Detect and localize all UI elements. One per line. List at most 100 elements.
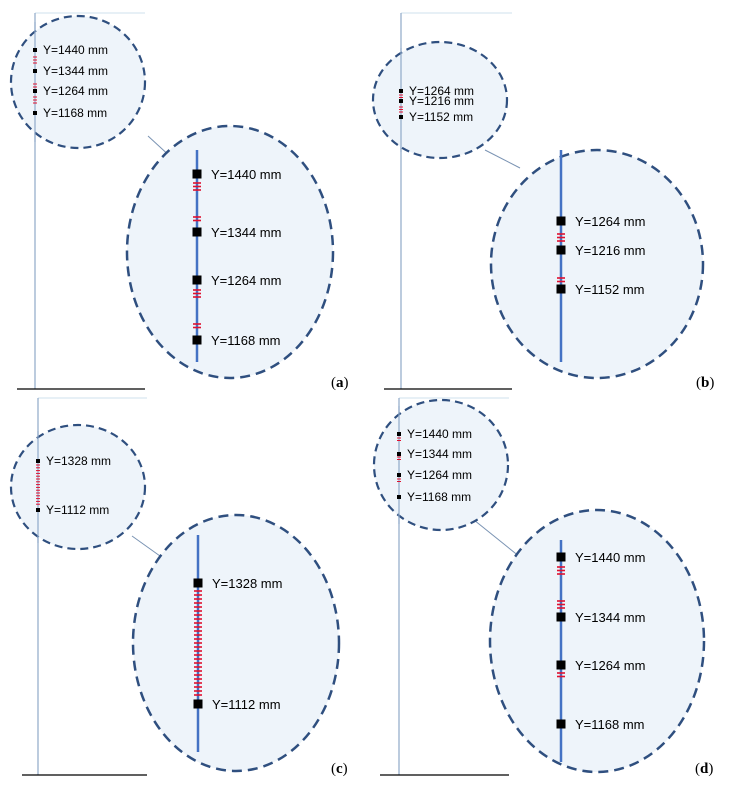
panel-letter: (b)	[696, 375, 714, 391]
node-label: Y=1264 mm	[575, 658, 645, 673]
panel-letter-open: (	[696, 375, 701, 391]
panel-letter-text: b	[701, 375, 709, 391]
panel-letter: (a)	[331, 375, 349, 391]
zoomed-bubble-outline	[488, 508, 706, 774]
small-node-label: Y=1440 mm	[407, 427, 472, 441]
node-label: Y=1216 mm	[575, 243, 645, 258]
panel-letter-close: )	[708, 761, 713, 777]
node-marker	[556, 216, 566, 226]
small-node-marker	[397, 452, 401, 456]
node-label: Y=1328 mm	[212, 576, 282, 591]
node-label: Y=1344 mm	[211, 225, 281, 240]
node-marker	[556, 284, 566, 294]
spring-group	[193, 289, 201, 298]
spring-group	[557, 277, 565, 283]
zoom-leader-line	[473, 519, 521, 558]
zoomed-callout: Y=1440 mmY=1344 mmY=1264 mmY=1168 mm	[125, 124, 335, 380]
node-label: Y=1168 mm	[211, 333, 281, 348]
zoomed-bubble-outline	[489, 148, 705, 380]
small-node-label: Y=1328 mm	[46, 454, 111, 468]
panel-letter-close: )	[343, 761, 348, 777]
node-marker	[192, 227, 202, 237]
panel-a: Y=1440 mmY=1344 mmY=1264 mmY=1168 mmY=14…	[9, 12, 349, 391]
small-node-marker	[397, 432, 401, 436]
small-node-label: Y=1344 mm	[407, 447, 472, 461]
small-node-marker	[36, 508, 40, 512]
small-node-label: Y=1216 mm	[409, 94, 474, 108]
small-spring-group	[33, 96, 37, 104]
small-bubble-outline	[372, 398, 510, 532]
small-spring-group	[399, 106, 403, 113]
spring-group	[557, 233, 565, 242]
small-spring-group	[33, 56, 37, 64]
panel-letter: (c)	[331, 761, 348, 777]
spring-group	[193, 182, 201, 191]
zoomed-callout: Y=1328 mm Y=1112 mm	[131, 513, 341, 773]
zoom-leader-line	[131, 535, 161, 557]
small-bubble-outline	[9, 423, 147, 551]
small-bubble-outline	[371, 40, 509, 160]
small-bubble-outline	[9, 14, 147, 150]
node-marker	[556, 612, 566, 622]
small-node-marker	[33, 48, 37, 52]
small-spring-group	[36, 464, 40, 505]
node-marker	[556, 552, 566, 562]
node-label: Y=1152 mm	[575, 282, 645, 297]
spring-group	[193, 323, 201, 329]
node-label: Y=1264 mm	[211, 273, 281, 288]
node-marker	[556, 245, 566, 255]
small-node-marker	[33, 111, 37, 115]
small-node-marker	[33, 69, 37, 73]
small-node-marker	[33, 89, 37, 93]
small-node-marker	[36, 459, 40, 463]
zoomed-callout: Y=1264 mm Y=1216 mm Y=1152 mm	[489, 148, 705, 380]
spring-group	[194, 590, 202, 696]
panel-letter-open: (	[331, 375, 336, 391]
spring-group	[557, 672, 565, 678]
spring-group	[557, 566, 565, 575]
node-marker	[192, 275, 202, 285]
small-node-marker	[399, 89, 403, 93]
small-node-label: Y=1264 mm	[409, 84, 474, 98]
small-node-marker	[399, 99, 403, 103]
panel-letter-open: (	[695, 761, 700, 777]
small-node-label: Y=1168 mm	[43, 106, 107, 120]
panel-d: Y=1440 mmY=1344 mmY=1264 mmY=1168 mmY=14…	[372, 397, 713, 777]
panel-letter-text: a	[336, 375, 344, 391]
node-label: Y=1344 mm	[575, 610, 645, 625]
node-marker	[556, 660, 566, 670]
node-label: Y=1112 mm	[212, 697, 281, 712]
small-node-label: Y=1168 mm	[407, 490, 471, 504]
zoomed-bubble-outline	[125, 124, 335, 380]
zoomed-callout: Y=1440 mm Y=1344 mm Y=1264 mm Y=1168 mm	[488, 508, 706, 774]
panel-letter-open: (	[331, 761, 336, 777]
spring-group	[193, 216, 201, 222]
small-spring-group	[397, 437, 401, 441]
node-label: Y=1264 mm	[575, 214, 645, 229]
small-node-label: Y=1264 mm	[43, 84, 108, 98]
node-marker	[192, 335, 202, 345]
panel-c: Y=1328 mmY=1112 mmY=1328 mmY=1112 mm(c)	[9, 397, 348, 777]
panel-letter-text: d	[700, 761, 709, 777]
small-spring-group	[33, 83, 37, 88]
small-spring-group	[397, 456, 401, 460]
node-label: Y=1168 mm	[575, 717, 645, 732]
small-node-label: Y=1440 mm	[43, 43, 108, 57]
node-marker	[192, 169, 202, 179]
small-callout: Y=1328 mmY=1112 mm	[9, 423, 147, 551]
small-node-marker	[397, 495, 401, 499]
node-marker	[556, 719, 566, 729]
node-marker	[193, 578, 203, 588]
zoomed-bubble-outline	[131, 513, 341, 773]
small-callout: Y=1264 mmY=1216 mmY=1152 mm	[371, 40, 509, 160]
spring-group	[557, 600, 565, 609]
small-spring-group	[399, 94, 403, 98]
panel-letter-close: )	[344, 375, 349, 391]
small-node-marker	[397, 473, 401, 477]
small-node-label: Y=1264 mm	[407, 468, 472, 482]
node-label: Y=1440 mm	[575, 550, 645, 565]
small-callout: Y=1440 mm Y=1344 mm Y=1264 mm Y=1168 mm	[372, 398, 510, 532]
panel-letter-close: )	[709, 375, 714, 391]
panel-b: Y=1264 mmY=1216 mmY=1152 mmY=1264 mmY=12…	[371, 12, 714, 391]
